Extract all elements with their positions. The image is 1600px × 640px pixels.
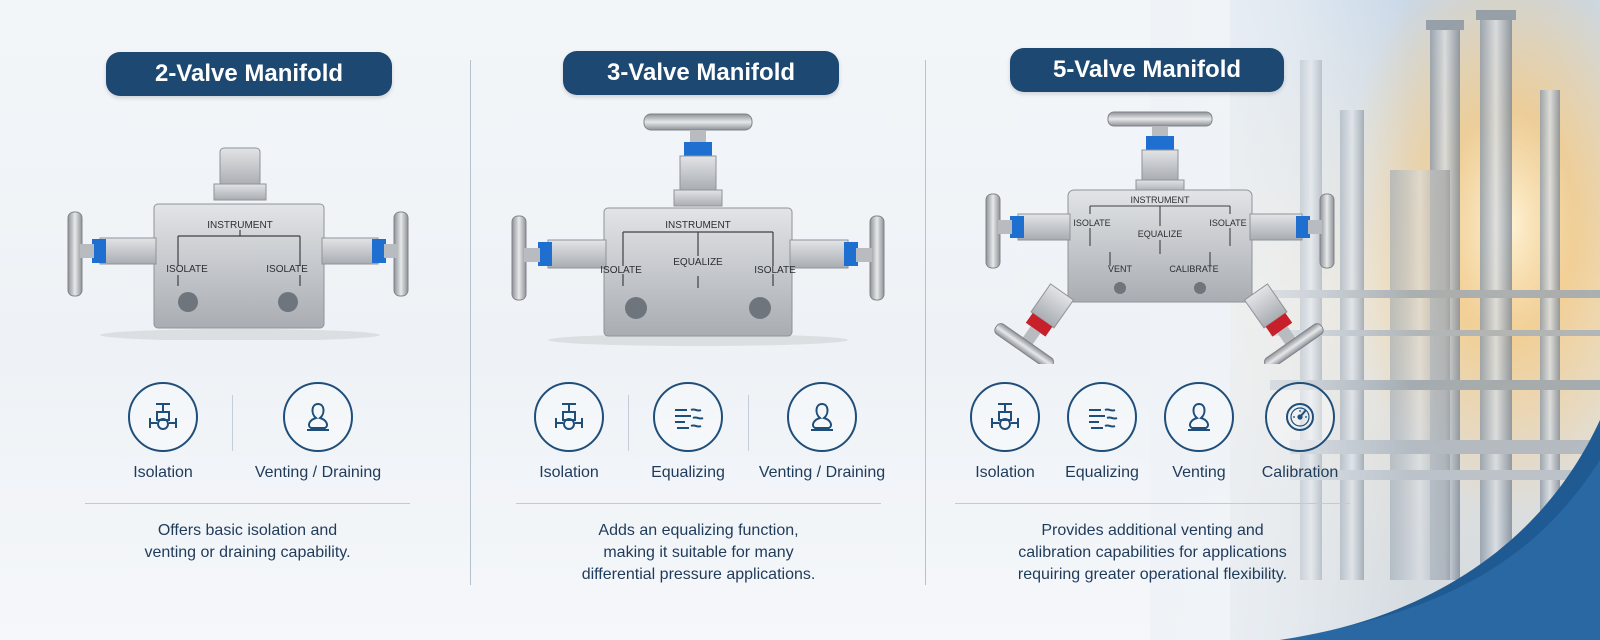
feature-label: Isolation (539, 464, 599, 481)
valve-label-isolate-left: ISOLATE (600, 265, 642, 276)
description-line: calibration capabilities for application… (1018, 544, 1287, 561)
feature-venting: Venting (1154, 382, 1244, 482)
valve-label-equalize: EQUALIZE (673, 257, 723, 268)
panel-title: 2-Valve Manifold (106, 52, 392, 96)
feature-isolation: Isolation (960, 382, 1050, 482)
description-line: Offers basic isolation and (157, 522, 338, 539)
feature-equalizing: Equalizing (638, 382, 738, 482)
feature-venting-draining: Venting / Draining (752, 382, 892, 482)
3-valve-manifold-image: INSTRUMENT ISOLATE EQUALIZE ISOLATE (511, 113, 885, 346)
corner-wave-decoration (1280, 420, 1600, 640)
feature-calibration: Calibration (1250, 382, 1350, 482)
feature-separator (748, 395, 749, 451)
panel-title: 5-Valve Manifold (1010, 48, 1284, 92)
5-valve-manifold-image: INSTRUMENT ISOLATE EQUALIZE ISOLATE VENT… (985, 111, 1335, 364)
equalizing-icon (1067, 382, 1137, 452)
valve-label-vent: VENT (1108, 264, 1133, 274)
calibration-gauge-icon (1265, 382, 1335, 452)
valve-label-isolate-right: ISOLATE (754, 265, 796, 276)
panel-divider (925, 60, 926, 585)
valve-label-instrument: INSTRUMENT (1131, 195, 1190, 205)
feature-label: Calibration (1261, 464, 1339, 481)
valve-label-instrument: INSTRUMENT (207, 220, 273, 231)
feature-label: Venting / Draining (254, 464, 382, 481)
venting-icon (1164, 382, 1234, 452)
feature-isolation: Isolation (118, 382, 208, 482)
feature-venting-draining: Venting / Draining (238, 382, 398, 482)
section-rule (85, 503, 410, 504)
feature-separator (628, 395, 629, 451)
feature-label: Isolation (133, 464, 193, 481)
valve-label-isolate-right: ISOLATE (266, 264, 308, 275)
section-rule (516, 503, 881, 504)
2-valve-manifold-image: INSTRUMENT ISOLATE ISOLATE (67, 147, 409, 340)
feature-label: Isolation (975, 464, 1035, 481)
valve-label-isolate-left: ISOLATE (1073, 218, 1110, 228)
panel-description: Adds an equalizing function, making it s… (516, 520, 881, 586)
panel-description: Provides additional venting and calibrat… (955, 520, 1350, 586)
description-line: venting or draining capability. (144, 544, 351, 561)
valve-label-instrument: INSTRUMENT (665, 220, 731, 231)
feature-label: Venting / Draining (758, 464, 886, 481)
venting-draining-icon (283, 382, 353, 452)
valve-label-calibrate: CALIBRATE (1169, 264, 1218, 274)
valve-label-equalize: EQUALIZE (1138, 229, 1183, 239)
feature-label: Venting (1172, 464, 1226, 481)
valve-label-isolate-left: ISOLATE (166, 264, 208, 275)
feature-label: Equalizing (651, 464, 725, 481)
feature-isolation: Isolation (524, 382, 614, 482)
panel-divider (470, 60, 471, 585)
equalizing-icon (653, 382, 723, 452)
description-line: Adds an equalizing function, (598, 522, 799, 539)
description-line: differential pressure applications. (581, 566, 816, 583)
description-line: Provides additional venting and (1041, 522, 1264, 539)
description-line: requiring greater operational flexibilit… (1017, 566, 1288, 583)
isolation-valve-icon (128, 382, 198, 452)
isolation-valve-icon (534, 382, 604, 452)
section-rule (955, 503, 1350, 504)
feature-equalizing: Equalizing (1052, 382, 1152, 482)
description-line: making it suitable for many (603, 544, 794, 561)
feature-separator (232, 395, 233, 451)
isolation-valve-icon (970, 382, 1040, 452)
valve-label-isolate-right: ISOLATE (1209, 218, 1246, 228)
venting-draining-icon (787, 382, 857, 452)
panel-description: Offers basic isolation and venting or dr… (85, 520, 410, 564)
panel-title: 3-Valve Manifold (563, 51, 839, 95)
feature-label: Equalizing (1065, 464, 1139, 481)
